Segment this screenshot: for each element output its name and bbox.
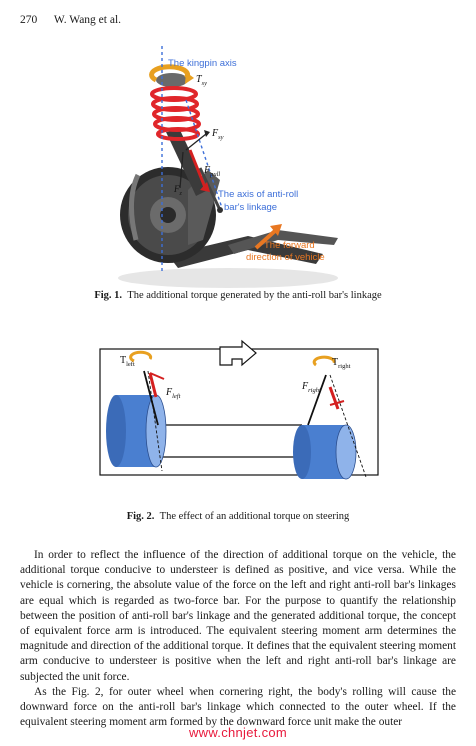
- caliper: [128, 173, 141, 241]
- fsy-label: F: [211, 128, 219, 139]
- svg-text:Fright: Fright: [301, 381, 321, 394]
- fpull-subscript: pull: [209, 171, 220, 178]
- top-mount: [156, 73, 188, 87]
- left-strut: [143, 370, 159, 426]
- figure-2-caption-label: Fig. 2.: [126, 511, 155, 522]
- anti-roll-linkage: [198, 167, 222, 211]
- fleft-subscript: left: [172, 393, 180, 400]
- kingpin-axis-label: The kingpin axis: [168, 58, 237, 69]
- right-strut: [307, 374, 327, 426]
- lower-control-arm: [168, 236, 323, 268]
- figure-1: The kingpin axis Tsy Fsy Fpull Fz The ax…: [108, 40, 370, 290]
- force-arrow-fsy: [185, 133, 207, 151]
- fleft-label: F: [165, 387, 173, 398]
- svg-text:Tsy: Tsy: [196, 74, 207, 87]
- right-wheel: [293, 424, 357, 480]
- body-text: In order to reflect the influence of the…: [20, 548, 456, 730]
- tright-label: T: [332, 357, 338, 368]
- watermark: www.chnjet.com: [188, 725, 288, 740]
- right-kingpin-axis: [329, 374, 367, 478]
- running-header: 270 W. Wang et al.: [20, 14, 121, 26]
- force-arrow-fpull: [188, 149, 208, 191]
- forward-label-1: The forward: [264, 240, 315, 251]
- figure-2-caption: Fig. 2. The effect of an additional torq…: [0, 511, 476, 522]
- fz-subscript: z: [179, 191, 183, 197]
- coil-spring: [150, 86, 201, 141]
- figure-1-caption: Fig. 1. The additional torque generated …: [0, 290, 476, 301]
- steering-diagram: Tleft Fleft Tright Fright: [99, 339, 379, 480]
- figure-1-caption-label: Fig. 1.: [94, 290, 123, 301]
- fright-label: F: [301, 381, 309, 392]
- ground-shadow: [118, 268, 338, 288]
- linkage-axis-label-2: bar's linkage: [224, 202, 277, 213]
- figure-2: Tleft Fleft Tright Fright: [80, 325, 400, 503]
- svg-text:Fleft: Fleft: [165, 387, 181, 400]
- paragraph-1: In order to reflect the influence of the…: [20, 549, 456, 683]
- tsy-subscript: sy: [202, 80, 208, 87]
- right-torque-arrow: [312, 355, 336, 367]
- svg-text:Tleft: Tleft: [120, 355, 135, 368]
- fpull-label: F: [203, 165, 211, 176]
- tright-subscript: right: [338, 363, 350, 370]
- strut-body: [166, 130, 208, 196]
- fz-label: F: [173, 184, 180, 194]
- tleft-subscript: left: [126, 361, 135, 368]
- torque-arrowhead: [185, 72, 194, 84]
- authors: W. Wang et al.: [53, 14, 122, 26]
- subframe: [228, 230, 338, 254]
- suspension-illustration: The kingpin axis Tsy Fsy Fpull Fz The ax…: [118, 46, 338, 288]
- forward-turn-arrow: [219, 339, 257, 367]
- forward-label-2: direction of vehicle: [246, 252, 325, 263]
- fsy-subscript: sy: [218, 134, 224, 141]
- left-torque-arrow: [129, 350, 153, 363]
- linkage-axis-line: [185, 99, 223, 209]
- figure-1-caption-text: The additional torque generated by the a…: [127, 290, 382, 301]
- hub-center: [160, 207, 176, 223]
- left-wheel: [106, 394, 167, 468]
- tsy-label: T: [196, 74, 203, 85]
- left-kingpin-axis: [147, 370, 163, 472]
- svg-text:Fz: Fz: [173, 184, 183, 197]
- right-force-arrow: [328, 386, 340, 410]
- svg-text:Fsy: Fsy: [211, 128, 224, 141]
- svg-text:Fpull: Fpull: [203, 165, 220, 178]
- forward-direction-arrow: [254, 228, 278, 250]
- svg-text:Tright: Tright: [332, 357, 351, 370]
- figure-2-caption-text: The effect of an additional torque on st…: [159, 511, 350, 522]
- fright-subscript: right: [308, 387, 321, 394]
- tleft-label: T: [120, 355, 126, 366]
- left-force-arrow: [148, 372, 158, 398]
- force-arrow-fz: [179, 151, 184, 189]
- linkage-axis-label-1: The axis of anti-roll: [218, 189, 298, 200]
- paragraph-2: As the Fig. 2, for outer wheel when corn…: [20, 685, 456, 729]
- page-number: 270: [20, 14, 38, 26]
